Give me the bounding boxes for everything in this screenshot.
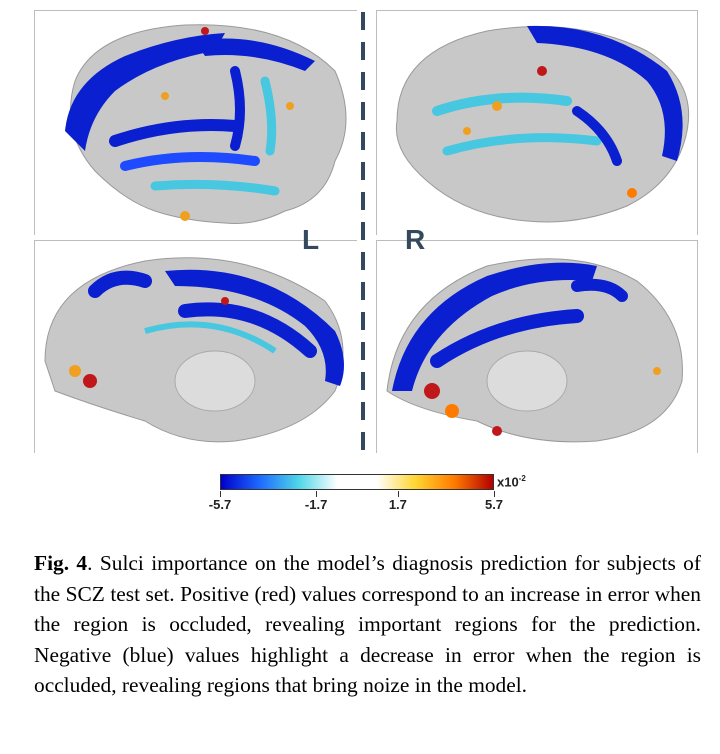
- colorbar-unit: x10-2: [497, 474, 526, 490]
- right-lateral-brain-image: [395, 25, 690, 223]
- figure-caption: Fig. 4. Sulci importance on the model’s …: [34, 548, 701, 701]
- left-hemisphere-label: L: [302, 224, 320, 255]
- colorbar-tick-mark: [397, 491, 399, 497]
- left-lateral-panel: [34, 10, 357, 235]
- colorbar-tick-label: 1.7: [388, 497, 407, 512]
- colorbar-tick-label: -1.7: [304, 497, 328, 512]
- right-lateral-panel: [376, 10, 698, 235]
- left-medial-panel: [34, 240, 357, 453]
- colorbar-tick-mark: [494, 491, 495, 497]
- hemisphere-divider: [361, 12, 365, 450]
- right-hemisphere-label: R: [405, 224, 426, 255]
- colorbar-tick-label: -5.7: [208, 497, 232, 512]
- colorbar: [220, 474, 494, 490]
- caption-text: . Sulci importance on the model’s diagno…: [34, 551, 701, 697]
- caption-label: Fig. 4: [34, 551, 88, 575]
- right-medial-brain-image: [386, 258, 683, 443]
- colorbar-tick-mark: [316, 491, 318, 497]
- right-medial-panel: [376, 240, 698, 453]
- colorbar-tick-label: 5.7: [484, 497, 504, 512]
- left-lateral-brain-image: [65, 24, 347, 224]
- left-medial-brain-image: [44, 257, 344, 443]
- colorbar-tick-mark: [220, 491, 221, 497]
